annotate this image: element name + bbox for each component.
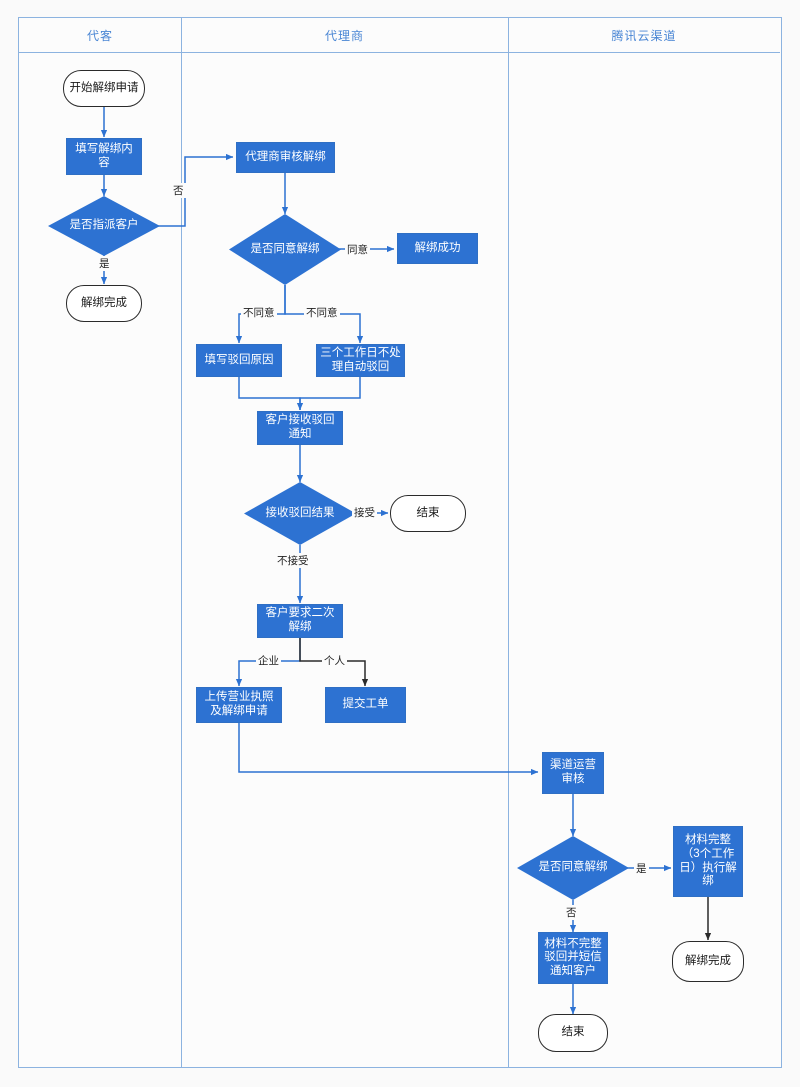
- node-auto-reject-three-days[interactable]: 三个工作日不处理自动驳回: [316, 344, 405, 377]
- lane-divider-1: [181, 18, 182, 1067]
- node-agent-review-unbind[interactable]: 代理商审核解绑: [236, 142, 335, 173]
- node-label: 开始解绑申请: [69, 81, 139, 94]
- node-label: 材料完整（3个工作日）执行解绑: [679, 834, 737, 888]
- edge-label-agent-agree: 同意: [345, 242, 370, 257]
- edge-label-channel-no: 否: [564, 905, 579, 920]
- node-fill-unbind-content[interactable]: 填写解绑内容: [66, 138, 142, 175]
- node-unbind-complete-tencent[interactable]: 解绑完成: [672, 941, 744, 982]
- node-label: 是否同意解绑: [538, 861, 608, 874]
- node-label: 材料不完整驳回并短信通知客户: [544, 937, 602, 977]
- node-submit-ticket[interactable]: 提交工单: [325, 687, 406, 723]
- node-label: 解绑完成: [81, 296, 127, 309]
- node-materials-complete-execute-unbind[interactable]: 材料完整（3个工作日）执行解绑: [673, 826, 743, 897]
- node-label: 代理商审核解绑: [245, 150, 326, 163]
- lane-header-customer: 代客: [19, 18, 181, 53]
- edge-label-individual: 个人: [322, 653, 347, 668]
- node-end-agent[interactable]: 结束: [390, 495, 466, 532]
- lane-header-agent: 代理商: [181, 18, 508, 53]
- edge-label-channel-yes: 是: [634, 861, 649, 876]
- edge-label-agent-disagree-right: 不同意: [304, 305, 340, 320]
- node-customer-request-second-unbind[interactable]: 客户要求二次解绑: [257, 604, 343, 638]
- edge-label-assign-yes: 是: [97, 256, 112, 271]
- node-label: 提交工单: [342, 698, 389, 711]
- node-label: 客户要求二次解绑: [265, 607, 335, 633]
- lane-header-tencent-label: 腾讯云渠道: [611, 28, 677, 43]
- node-customer-receive-reject-notice[interactable]: 客户接收驳回通知: [257, 411, 343, 445]
- node-decision-receive-reject-result[interactable]: 接收驳回结果: [244, 482, 356, 545]
- node-start-unbind-request[interactable]: 开始解绑申请: [63, 70, 145, 107]
- node-label: 三个工作日不处理自动驳回: [320, 346, 401, 373]
- node-label: 是否指派客户: [69, 219, 139, 232]
- edge-label-enterprise: 企业: [256, 653, 281, 668]
- node-label: 填写驳回原因: [204, 353, 274, 366]
- node-label: 填写解绑内容: [75, 142, 133, 169]
- node-label: 解绑完成: [685, 954, 731, 967]
- node-label: 结束: [561, 1026, 585, 1039]
- edge-label-not-accept: 不接受: [275, 553, 311, 568]
- edge-label-accept: 接受: [352, 505, 377, 520]
- node-label: 接收驳回结果: [265, 506, 335, 519]
- node-label: 上传营业执照及解绑申请: [204, 691, 274, 717]
- lane-divider-2: [508, 18, 509, 1067]
- node-upload-license-and-application[interactable]: 上传营业执照及解绑申请: [196, 687, 282, 723]
- swimlane-frame: 代客 代理商 腾讯云渠道: [18, 17, 782, 1068]
- node-channel-operation-review[interactable]: 渠道运营审核: [542, 752, 604, 794]
- node-label: 渠道运营审核: [550, 759, 596, 785]
- node-decision-agent-agree[interactable]: 是否同意解绑: [229, 214, 341, 285]
- node-unbind-success[interactable]: 解绑成功: [397, 233, 478, 264]
- node-label: 是否同意解绑: [250, 242, 320, 255]
- edge-label-assign-no: 否: [171, 183, 186, 198]
- lane-header-tencent: 腾讯云渠道: [508, 18, 780, 53]
- node-end-tencent[interactable]: 结束: [538, 1014, 608, 1052]
- node-decision-channel-agree[interactable]: 是否同意解绑: [517, 836, 629, 900]
- node-label: 解绑成功: [414, 241, 461, 254]
- edge-label-agent-disagree-left: 不同意: [241, 305, 277, 320]
- lane-header-customer-label: 代客: [86, 28, 113, 43]
- node-decision-assign-customer[interactable]: 是否指派客户: [48, 196, 160, 256]
- node-label: 结束: [416, 506, 440, 519]
- node-label: 客户接收驳回通知: [265, 414, 335, 440]
- node-fill-reject-reason[interactable]: 填写驳回原因: [196, 344, 282, 377]
- node-unbind-complete-customer[interactable]: 解绑完成: [66, 285, 142, 322]
- node-materials-incomplete-reject-sms[interactable]: 材料不完整驳回并短信通知客户: [538, 932, 608, 984]
- lane-header-agent-label: 代理商: [324, 28, 364, 43]
